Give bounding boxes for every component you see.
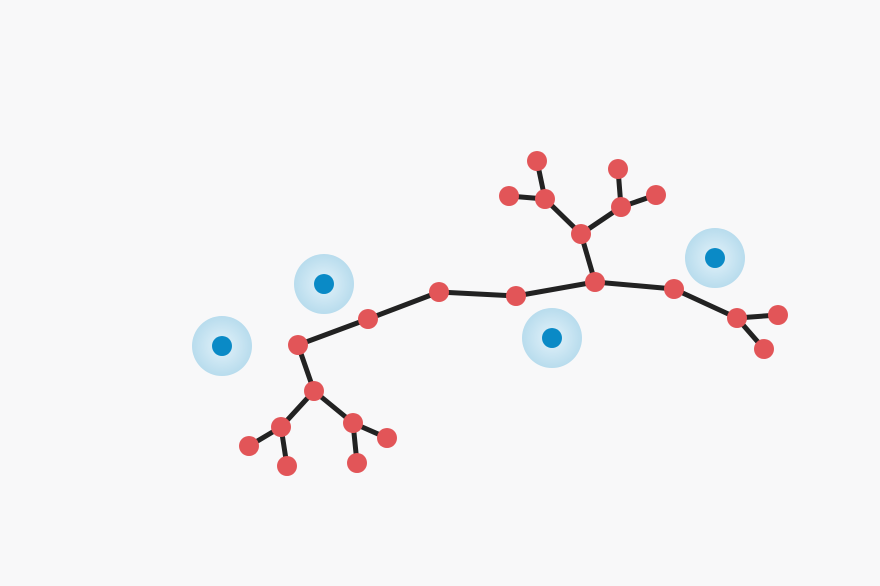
bond [295,316,371,348]
ions [192,228,745,376]
ion [522,308,582,368]
atom-node [664,279,684,299]
atom-node [585,272,605,292]
atom-node [377,428,397,448]
atom-node [239,436,259,456]
atom-node [754,339,774,359]
ion-core [705,248,725,268]
bond [365,289,442,322]
atom-node [646,185,666,205]
atom-node [499,186,519,206]
atom-node [608,159,628,179]
bond [513,279,598,299]
atom-node [343,413,363,433]
atom-node [506,286,526,306]
ion-core [314,274,334,294]
bond [436,289,519,299]
atom-node [571,224,591,244]
atom-node [304,381,324,401]
atom-node [347,453,367,473]
atom-node [611,197,631,217]
atom-node [271,417,291,437]
atom-node [727,308,747,328]
atom-node [358,309,378,329]
ion-core [212,336,232,356]
atom-node [288,335,308,355]
atom-node [768,305,788,325]
atoms [239,151,788,476]
bond [671,286,740,321]
atom-node [277,456,297,476]
atom-node [527,151,547,171]
ion [192,316,252,376]
atom-node [429,282,449,302]
bond [592,279,677,292]
atom-node [535,189,555,209]
ion [294,254,354,314]
ion-core [542,328,562,348]
ion [685,228,745,288]
